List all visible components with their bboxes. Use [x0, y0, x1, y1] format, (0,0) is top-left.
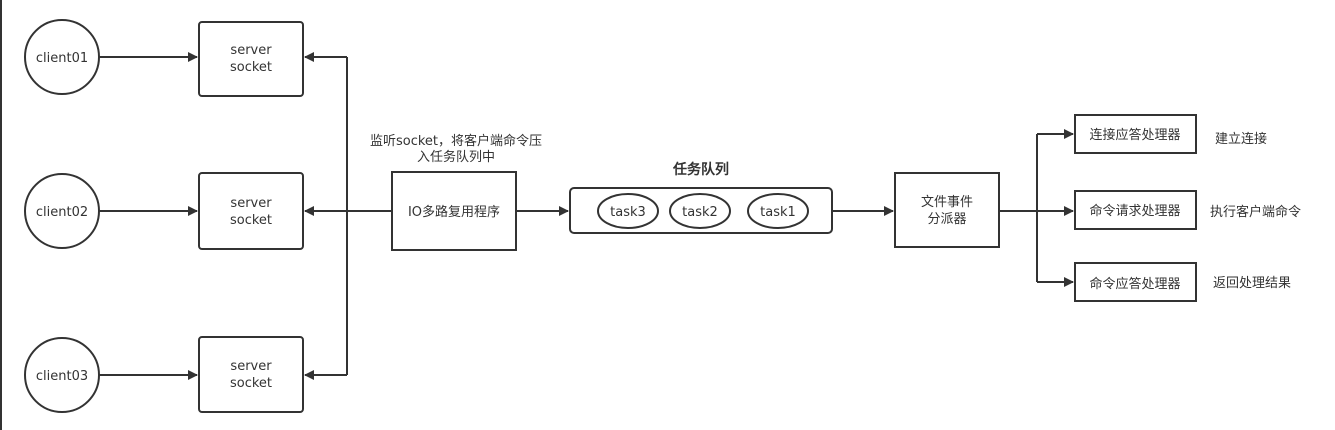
queue-title: 任务队列 [672, 161, 729, 178]
client-2: client02 [24, 173, 100, 249]
svg-text:socket: socket [230, 376, 272, 391]
svg-text:命令应答处理器: 命令应答处理器 [1089, 276, 1180, 292]
svg-text:client02: client02 [36, 205, 88, 220]
io-note-line2: 入任务队列中 [417, 149, 495, 165]
client-1: client01 [24, 19, 100, 95]
io-multiplexer: IO多路复用程序 [391, 171, 517, 251]
svg-text:返回处理结果: 返回处理结果 [1213, 276, 1291, 291]
svg-text:server: server [230, 196, 272, 211]
svg-text:socket: socket [230, 60, 272, 75]
client-3: client03 [24, 337, 100, 413]
handler-connect: 连接应答处理器 建立连接 [1074, 114, 1267, 154]
svg-text:server: server [230, 43, 272, 58]
io-note-line1: 监听socket，将客户端命令压 [370, 133, 542, 149]
handler-reply: 命令应答处理器 返回处理结果 [1074, 262, 1291, 302]
server-socket-1: server socket [198, 21, 304, 97]
handler-request: 命令请求处理器 执行客户端命令 [1074, 190, 1301, 230]
svg-text:socket: socket [230, 213, 272, 228]
svg-text:建立连接: 建立连接 [1215, 131, 1267, 147]
svg-text:命令请求处理器: 命令请求处理器 [1089, 203, 1180, 219]
svg-text:执行客户端命令: 执行客户端命令 [1210, 204, 1301, 220]
svg-text:分派器: 分派器 [927, 212, 966, 227]
svg-text:server: server [230, 359, 272, 374]
svg-text:连接应答处理器: 连接应答处理器 [1089, 127, 1180, 143]
svg-text:task3: task3 [610, 205, 646, 220]
server-socket-2: server socket [198, 172, 304, 250]
task-queue: task3 task2 task1 [569, 187, 833, 234]
svg-text:task2: task2 [682, 205, 718, 220]
svg-text:文件事件: 文件事件 [921, 195, 973, 210]
svg-text:client03: client03 [36, 369, 88, 384]
svg-text:client01: client01 [36, 51, 88, 66]
svg-text:IO多路复用程序: IO多路复用程序 [408, 204, 500, 220]
svg-text:task1: task1 [760, 205, 796, 220]
server-socket-3: server socket [198, 336, 304, 413]
